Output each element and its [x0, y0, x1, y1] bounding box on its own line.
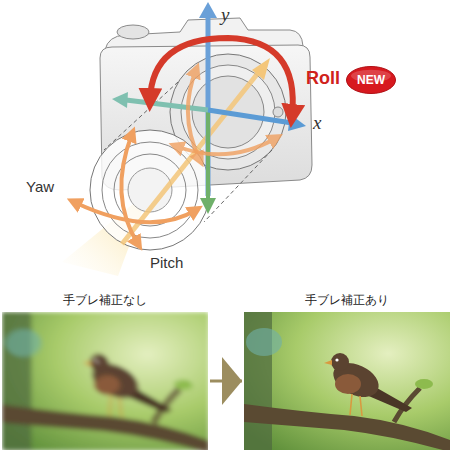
arrow-head	[112, 92, 128, 108]
tilted-lens	[90, 130, 210, 250]
photo-sharp	[244, 312, 450, 452]
badge-ellipse: NEW	[346, 66, 396, 94]
rotation-label: Yaw	[26, 178, 54, 195]
rotation-label: Pitch	[150, 254, 183, 271]
optical-axis	[122, 68, 262, 244]
x-axis-left	[126, 100, 208, 110]
label-anchor: y	[221, 4, 229, 26]
photo-panel: 手ブレ補正あり	[244, 290, 450, 450]
arrow-head	[252, 58, 270, 80]
camera-button	[273, 107, 283, 117]
axis-label: x	[313, 112, 321, 133]
pitch-arrow	[188, 70, 200, 160]
label-anchor: Roll	[306, 68, 340, 89]
flow-arrow	[210, 380, 242, 383]
x-axis	[208, 110, 292, 123]
photo-panel: 手ブレ補正なし	[2, 290, 208, 450]
photo-caption: 手ブレ補正なし	[2, 290, 208, 310]
photo-blurred	[2, 312, 211, 452]
yaw-arrow	[74, 202, 196, 222]
label-anchor: Yaw	[26, 178, 54, 196]
axis-label: y	[221, 4, 229, 25]
arrow-head	[200, 198, 216, 214]
projection-line	[204, 150, 272, 222]
pitch-arrow	[121, 134, 138, 244]
rotation-label: Roll	[306, 68, 340, 88]
arrow-head	[199, 2, 217, 18]
label-anchor: x	[313, 112, 321, 134]
arrow-head	[288, 114, 306, 131]
camera-dial	[117, 25, 149, 39]
photo-caption: 手ブレ補正あり	[244, 290, 450, 310]
badge-text: NEW	[357, 70, 385, 90]
label-anchor: Pitch	[150, 254, 183, 272]
badge-ellipse-shape	[347, 67, 396, 94]
roll-arrow	[150, 38, 293, 116]
y-axis-down	[206, 112, 210, 200]
